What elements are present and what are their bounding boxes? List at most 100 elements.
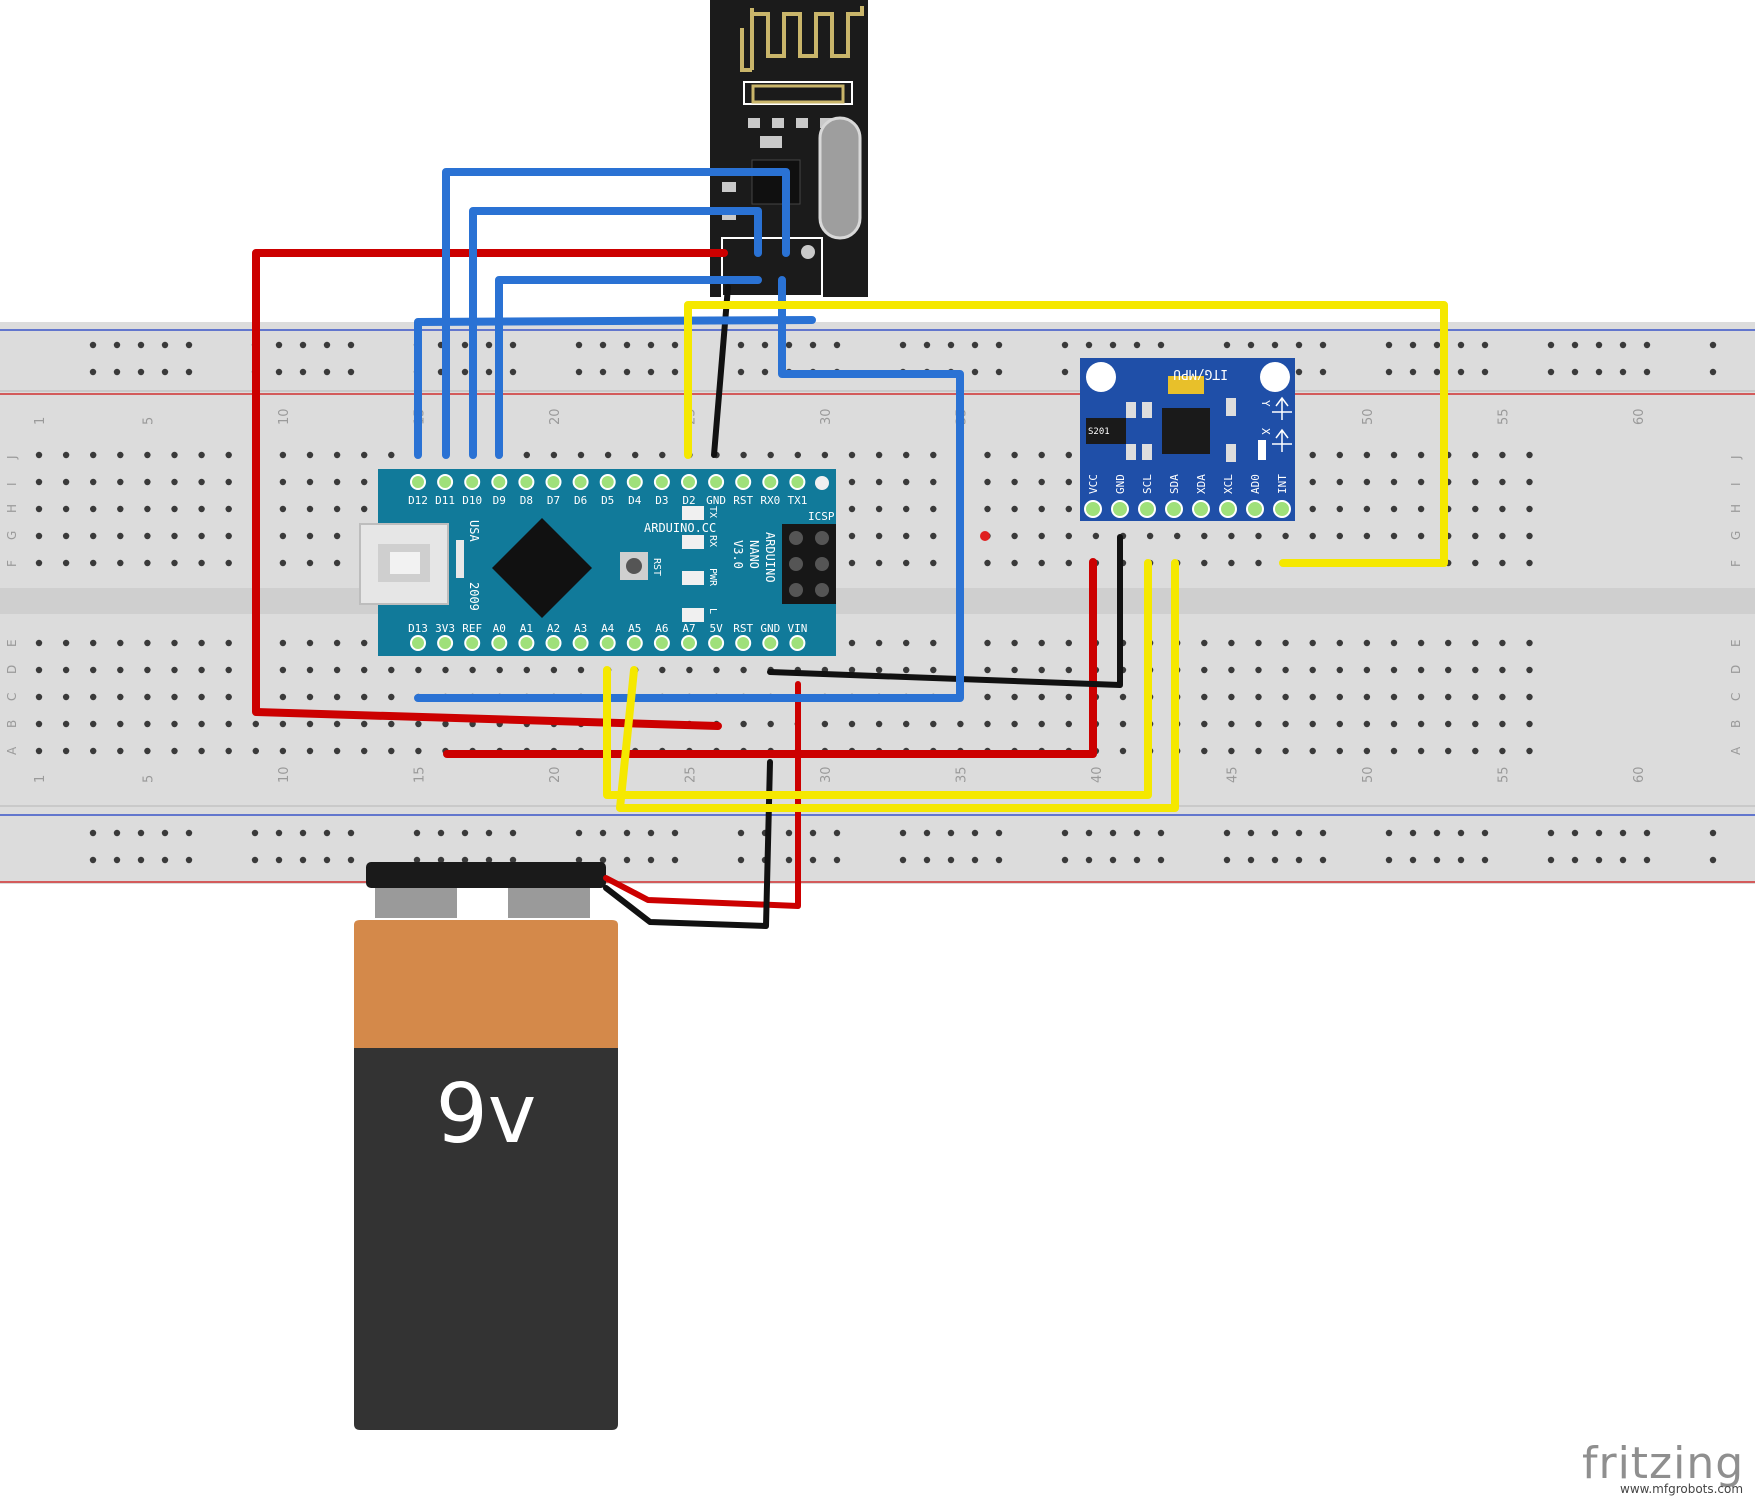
wires <box>252 168 1448 929</box>
blue-wire-d9 <box>495 276 762 459</box>
nano-top-pin-label: D9 <box>493 494 506 507</box>
microcontroller-chip <box>492 518 592 618</box>
mpu-title: ITG/MPU <box>1173 366 1228 381</box>
column-number: 1 <box>33 417 48 425</box>
row-label: H <box>1729 504 1743 513</box>
axis-x-arrow-icon <box>1272 428 1292 452</box>
mpu-pin <box>1111 500 1129 518</box>
row-label: G <box>1729 531 1743 540</box>
row-label: D <box>5 665 19 674</box>
nano-bottom-pin <box>437 635 454 651</box>
nano-top-pin-label: D11 <box>435 494 455 507</box>
yellow-wire-a5-sda <box>616 559 1179 812</box>
column-number: 45 <box>1225 766 1240 783</box>
nano-top-pin <box>437 474 454 490</box>
nano-bottom-pin-label: A3 <box>574 622 587 635</box>
mpu-pin <box>1246 500 1264 518</box>
blue-wire-d11 <box>442 168 790 459</box>
nano-bottom-pin <box>545 635 562 651</box>
led-label-rx: RX <box>707 535 718 547</box>
nano-bottom-pin-label: A1 <box>520 622 533 635</box>
blue-wire-d13-ce <box>414 276 964 702</box>
nano-bottom-pin <box>653 635 670 651</box>
nano-bottom-pin-label: A7 <box>682 622 695 635</box>
mpu6050-module: ITG/MPU S201 Y X <box>1080 358 1295 521</box>
mpu-pin-label: INT <box>1276 474 1289 494</box>
column-number: 25 <box>683 766 698 783</box>
mpu-pin <box>1219 500 1237 518</box>
column-number: 50 <box>1361 408 1376 425</box>
blue-wire-d10 <box>469 207 762 459</box>
pcb-antenna-trace <box>740 6 864 72</box>
nano-top-pin <box>410 474 426 490</box>
nano-bottom-pin-label: GND <box>760 622 780 635</box>
nano-top-pin <box>626 474 643 490</box>
arduino-brand-text: ARDUINO.CC <box>644 521 716 535</box>
crystal-oscillator <box>818 116 862 240</box>
column-number: 55 <box>1496 766 1511 783</box>
yellow-wire-a4-scl <box>603 559 1152 799</box>
nano-top-pin-label: RST <box>733 494 753 507</box>
column-number: 35 <box>954 766 969 783</box>
nano-bottom-pin <box>599 635 616 651</box>
mpu-pin-label: SDA <box>1168 474 1181 494</box>
mpu-pin-label: AD0 <box>1249 474 1262 494</box>
nano-bottom-pin-label: REF <box>462 622 482 635</box>
nano-top-pin-label: D4 <box>628 494 642 507</box>
battery-label: 9v <box>436 1067 537 1162</box>
nano-top-pin <box>545 474 562 490</box>
arduino-country-text: USA <box>467 520 481 542</box>
row-label: G <box>5 531 19 540</box>
mpu-pin <box>1165 500 1183 518</box>
nano-bottom-pin-label: A4 <box>601 622 615 635</box>
nano-bottom-pin <box>464 635 481 651</box>
mpu-pin-label: SCL <box>1141 474 1154 494</box>
mpu-pin <box>1192 500 1210 518</box>
nano-bottom-pin-label: VIN <box>787 622 807 635</box>
nano-bottom-pin-label: A5 <box>628 622 641 635</box>
row-label: A <box>5 746 19 755</box>
mpu-pin-label: GND <box>1114 474 1127 494</box>
row-label: H <box>5 504 19 513</box>
nano-bottom-pin <box>681 635 697 651</box>
axis-label-y: Y <box>1259 400 1272 407</box>
nano-bottom-pin-label: 5V <box>709 622 723 635</box>
arduino-nano-board: ARDUINO.CC ARDUINO NANO V3.0 2009 USA IC… <box>359 469 836 656</box>
nano-bottom-pin-label: RST <box>733 622 753 635</box>
nano-bottom-pin <box>762 635 779 651</box>
black-wire-mpu-gnd <box>767 534 1123 688</box>
arduino-year-text: 2009 <box>467 582 481 611</box>
column-number: 5 <box>141 775 156 783</box>
nano-top-pin <box>735 474 752 490</box>
mpu-chip <box>1162 408 1210 454</box>
red-marker-dot <box>980 531 990 541</box>
nano-bottom-pin <box>708 635 725 651</box>
nano-top-pin-label: D7 <box>547 494 560 507</box>
mpu-pin-label: VCC <box>1087 474 1100 494</box>
arduino-model-line3: V3.0 <box>731 540 745 569</box>
column-number: 10 <box>277 766 292 783</box>
column-number: 50 <box>1361 766 1376 783</box>
row-label: I <box>1729 482 1743 486</box>
battery-terminal-positive <box>508 888 590 918</box>
yellow-wire-int-d2 <box>684 301 1448 567</box>
nano-top-pin-label: D3 <box>655 494 668 507</box>
row-label: F <box>1729 560 1743 567</box>
column-number: 20 <box>548 766 563 783</box>
fritzing-brand: fritzing <box>1582 1438 1745 1489</box>
blue-wire-d12 <box>414 316 816 459</box>
black-wire-battery-minus <box>603 759 773 929</box>
arduino-model-line1: ARDUINO <box>763 532 777 583</box>
mpu-pin-row <box>1084 500 1291 518</box>
red-wire-vcc-nrf <box>252 249 728 730</box>
row-label: C <box>5 693 19 701</box>
nano-bottom-pin-label: D13 <box>408 622 428 635</box>
mpu-pin <box>1138 500 1156 518</box>
watermark-text: www.mfgrobots.com <box>1620 1482 1744 1496</box>
nano-bottom-pin <box>735 635 752 651</box>
nano-top-pin-label: GND <box>706 494 726 507</box>
nano-bottom-pin-label: A6 <box>655 622 668 635</box>
nano-top-pin-label: D6 <box>574 494 587 507</box>
